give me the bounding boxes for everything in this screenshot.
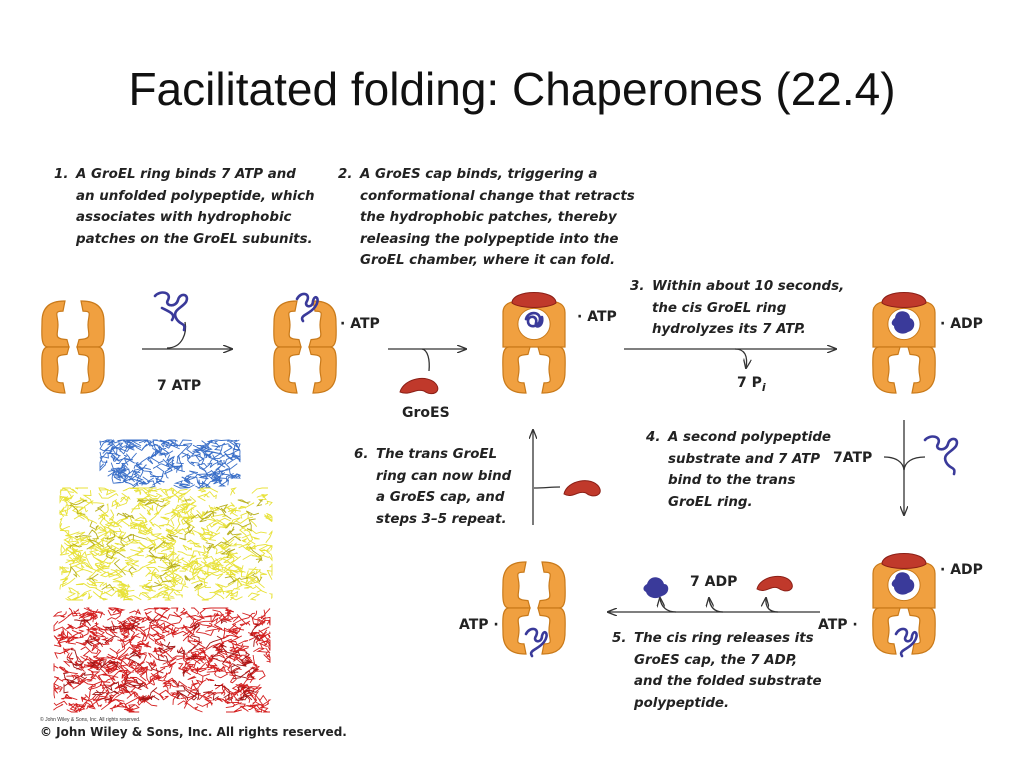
step-6-text: 6. The trans GroEL ring can now bind a G… [354, 444, 512, 530]
step-line: A second polypeptide [668, 430, 832, 445]
groel-adp-folded [872, 292, 936, 394]
groel-groes-crystal-structure [52, 439, 273, 713]
atp-label-left-2: ATP · [818, 617, 858, 633]
groes-structure-band [99, 439, 241, 489]
step-line: The trans GroEL [376, 447, 498, 462]
step-3-text: 3. Within about 10 seconds, the cis GroE… [630, 276, 845, 341]
groel-groes-capped [502, 292, 566, 394]
atp-label: · ATP [340, 316, 380, 332]
step-5-text: 5. The cis ring releases its GroES cap, … [612, 628, 822, 714]
arrow-step-4 [883, 420, 926, 515]
folded-substrate-released [643, 577, 669, 599]
arrow-step-2 [388, 349, 466, 372]
step-line: GroEL chamber, where it can fold. [360, 253, 616, 269]
step-line: the hydrophobic patches, thereby [360, 210, 617, 226]
pi-subscript: i [761, 380, 766, 394]
trans-groel-structure-shadow [63, 619, 261, 701]
adp-label: · ADP [940, 316, 983, 332]
step-line: polypeptide. [634, 695, 730, 711]
step-line: patches on the GroEL subunits. [76, 231, 313, 247]
step-line: The cis ring releases its [634, 631, 814, 646]
arrow-step-5 [608, 598, 820, 612]
adp-label-2: · ADP [940, 562, 983, 578]
atp-label: · ATP [577, 309, 617, 325]
seven-pi-text: 7 P [737, 375, 762, 391]
polypeptide [894, 627, 918, 658]
step-line: associates with hydrophobic [76, 210, 292, 226]
step-line: hydrolyzes its 7 ATP. [652, 322, 806, 338]
step-number: 6. [354, 447, 369, 462]
arrow-step-6 [533, 430, 561, 525]
arrow-step-1 [142, 321, 232, 349]
groes-cap [881, 553, 927, 569]
step-number: 2. [338, 167, 353, 182]
step-line: Within about 10 seconds, [652, 279, 845, 294]
step-line: ring can now bind [376, 468, 512, 484]
step-number: 4. [646, 430, 661, 445]
slide-title: Facilitated folding: Chaperones (22.4) [128, 63, 896, 115]
step-number: 1. [54, 167, 69, 182]
copyright-small: © John Wiley & Sons, Inc. All rights res… [40, 717, 141, 723]
step-line: conformational change that retracts [360, 188, 635, 204]
folded-polypeptide [891, 311, 915, 334]
groes-cap-released [756, 575, 793, 592]
step-1-text: 1. A GroEL ring binds 7 ATP and an unfol… [54, 164, 315, 250]
seven-atp-label: 7 ATP [157, 378, 202, 394]
step-line: bind to the trans [668, 473, 796, 489]
copyright-notice: © John Wiley & Sons, Inc. All rights res… [40, 725, 347, 739]
polypeptide [295, 292, 319, 323]
step-line: steps 3–5 repeat. [376, 511, 507, 527]
groel-released [502, 561, 566, 658]
folding-polypeptide [524, 311, 544, 328]
step-number: 5. [612, 631, 627, 646]
step-line: an unfolded polypeptide, which [76, 188, 315, 204]
groes-cap [399, 377, 439, 395]
groes-cap [511, 292, 557, 308]
folded-polypeptide [891, 572, 915, 595]
polypeptide [524, 627, 548, 658]
step-line: A GroEL ring binds 7 ATP and [76, 167, 296, 182]
groel-atp-bound [273, 292, 337, 394]
step-number: 3. [630, 279, 645, 294]
cis-groel-structure-shadow [69, 498, 263, 591]
step-line: GroEL ring. [668, 494, 753, 510]
step-line: substrate and 7 ATP [668, 451, 821, 467]
step-line: GroES cap, the 7 ADP, [634, 652, 798, 668]
step-line: a GroES cap, and [376, 490, 505, 506]
step-2-text: 2. A GroES cap binds, triggering a confo… [338, 164, 635, 272]
seven-atp-label-2: 7ATP [833, 450, 873, 466]
step-line: the cis GroEL ring [652, 300, 787, 316]
arrow-step-3 [624, 349, 836, 368]
groel-layer [41, 292, 936, 658]
groes-label: GroES [402, 405, 450, 421]
step-line: and the folded substrate [634, 674, 822, 690]
groel-empty [41, 300, 105, 394]
step-line: releasing the polypeptide into the [360, 231, 619, 247]
atp-label-left: ATP · [459, 617, 499, 633]
step-4-text: 4. A second polypeptide substrate and 7 … [646, 427, 832, 513]
groel-trans-bound [872, 553, 936, 658]
trans-groel-structure-band [52, 607, 272, 713]
seven-adp-label: 7 ADP [690, 574, 738, 590]
groes-cap [881, 292, 927, 308]
step-line: A GroES cap binds, triggering a [360, 167, 598, 182]
polypeptide-unfolded-2 [923, 435, 959, 476]
polypeptide-unfolded [153, 291, 189, 332]
seven-pi-label: 7 Pi [737, 375, 766, 394]
cis-groel-structure-band [58, 487, 273, 601]
groes-cap-cycle [563, 480, 601, 497]
